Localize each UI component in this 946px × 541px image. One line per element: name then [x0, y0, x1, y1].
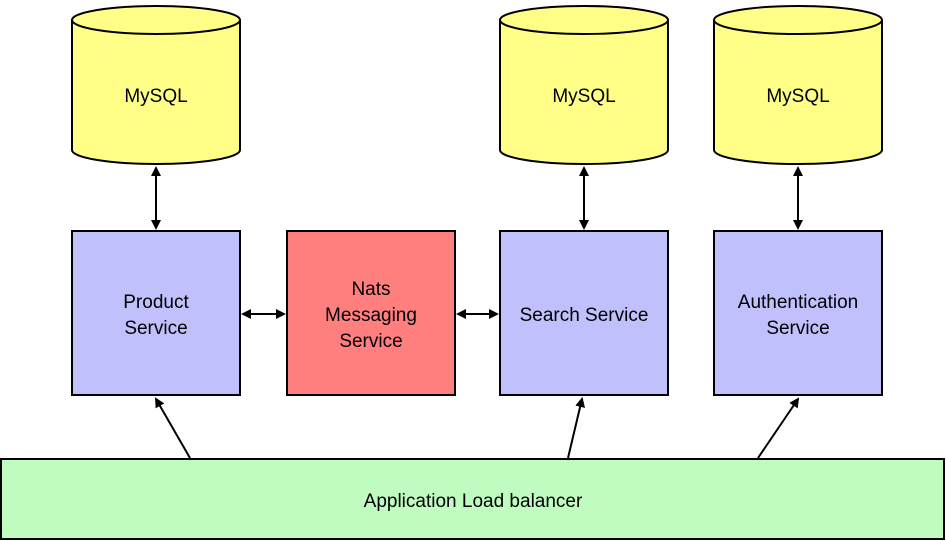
load-balancer-box — [0, 458, 945, 540]
product-service-label-line1: Product — [123, 292, 189, 313]
database-label: MySQL — [766, 86, 829, 107]
product-service: Product Service — [71, 230, 241, 396]
authentication-service-box — [713, 230, 883, 396]
cylinder-top — [71, 5, 241, 35]
database-label: MySQL — [552, 86, 615, 107]
mysql-database-search: MySQL — [499, 5, 669, 165]
load-balancer-label: Application Load balancer — [364, 491, 583, 512]
cylinder-body — [499, 20, 669, 165]
connectors — [151, 166, 803, 459]
load-balancer: Application Load balancer — [0, 458, 945, 540]
arrow-lb-to-product-service — [155, 397, 191, 459]
cylinder-body — [71, 20, 241, 165]
mysql-database-product: MySQL — [71, 5, 241, 165]
messaging-service-label-line1: Nats — [351, 279, 390, 300]
authentication-service-label-line1: Authentication — [738, 292, 858, 313]
arrow-lb-to-auth-service — [757, 397, 800, 459]
cylinder-top — [499, 5, 669, 35]
cylinder-body — [713, 20, 883, 165]
search-service-label: Search Service — [520, 305, 649, 326]
database-label: MySQL — [124, 86, 187, 107]
arrow-lb-to-search-service — [567, 397, 586, 459]
messaging-service-label-line2: Messaging — [325, 305, 417, 326]
authentication-service: Authentication Service — [713, 230, 883, 396]
authentication-service-label-line2: Service — [766, 318, 829, 339]
cylinder-top — [713, 5, 883, 35]
messaging-service-box — [286, 230, 456, 396]
mysql-database-auth: MySQL — [713, 5, 883, 165]
search-service-box — [499, 230, 669, 396]
product-service-box — [71, 230, 241, 396]
search-service: Search Service — [499, 230, 669, 396]
product-service-label-line2: Service — [124, 318, 187, 339]
messaging-service: Nats Messaging Service — [286, 230, 456, 396]
messaging-service-label-line3: Service — [339, 331, 402, 352]
